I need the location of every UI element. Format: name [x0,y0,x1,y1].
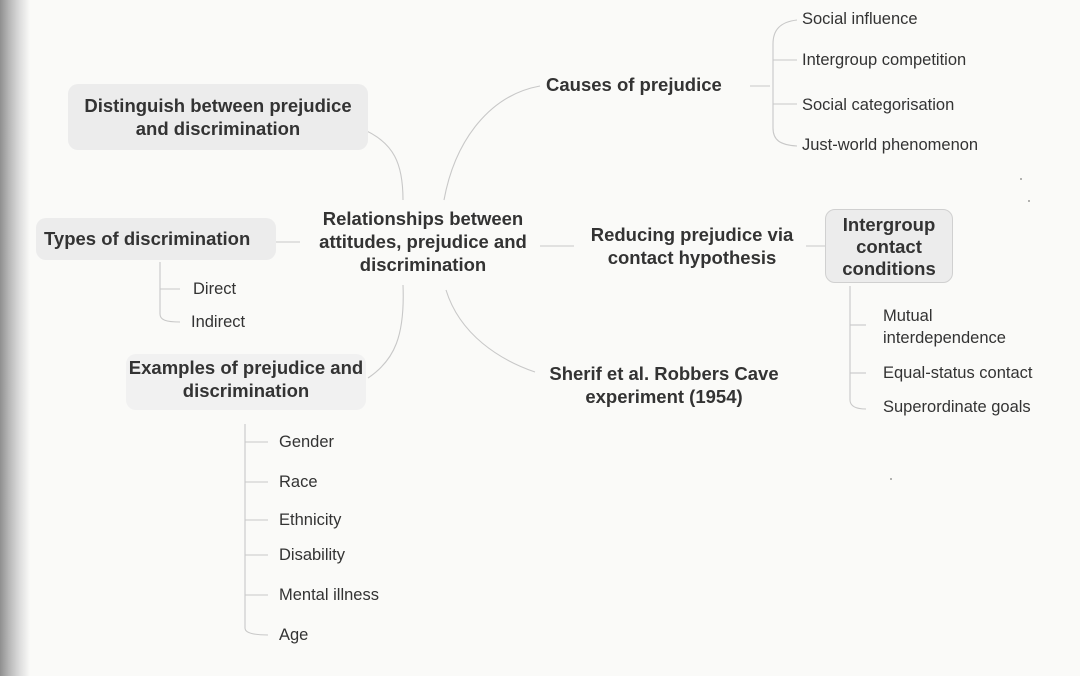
bracket-conditions [849,286,867,410]
bracket-types [159,262,181,323]
causes-item-social-influence: Social influence [802,10,918,28]
link-central-examples [367,284,404,379]
link-central-sherif [445,289,536,373]
scan-speck [1028,200,1030,202]
reducing-topic: Reducing prejudice via contact hypothesi… [590,224,794,268]
bracket-causes [772,19,798,147]
causes-topic: Causes of prejudice [546,74,722,95]
examples-item-ethnicity: Ethnicity [279,511,342,529]
causes-item-social-categorisation: Social categorisation [802,96,955,114]
types-item-indirect: Indirect [191,313,246,331]
examples-item-gender: Gender [279,433,335,451]
central-topic: Relationships between attitudes, prejudi… [319,208,527,275]
scan-speck [890,478,892,480]
types-topic: Types of discrimination [36,218,276,260]
link-central-distinguish [359,127,404,201]
examples-item-age: Age [279,626,309,644]
scan-speck [1020,178,1022,180]
conditions-topic: Intergroup contact conditions [825,209,953,283]
types-item-direct: Direct [193,280,237,298]
examples-topic: Examples of prejudice and discrimination [126,354,366,410]
bracket-examples [244,424,269,636]
scan-shadow-edge [0,0,30,676]
conditions-item-superordinate: Superordinate goals [883,398,1031,416]
examples-item-disability: Disability [279,546,346,564]
link-central-causes [443,85,541,201]
causes-item-just-world: Just-world phenomenon [802,136,979,154]
examples-item-mental-illness: Mental illness [279,586,379,604]
examples-item-race: Race [279,473,318,491]
sherif-topic: Sherif et al. Robbers Cave experiment (1… [549,363,779,407]
conditions-item-equal-status: Equal-status contact [883,364,1033,382]
distinguish-topic: Distinguish between prejudice and discri… [68,84,368,150]
conditions-item-mutual: Mutual interdependence [883,307,1006,347]
causes-item-intergroup-competition: Intergroup competition [802,51,967,69]
